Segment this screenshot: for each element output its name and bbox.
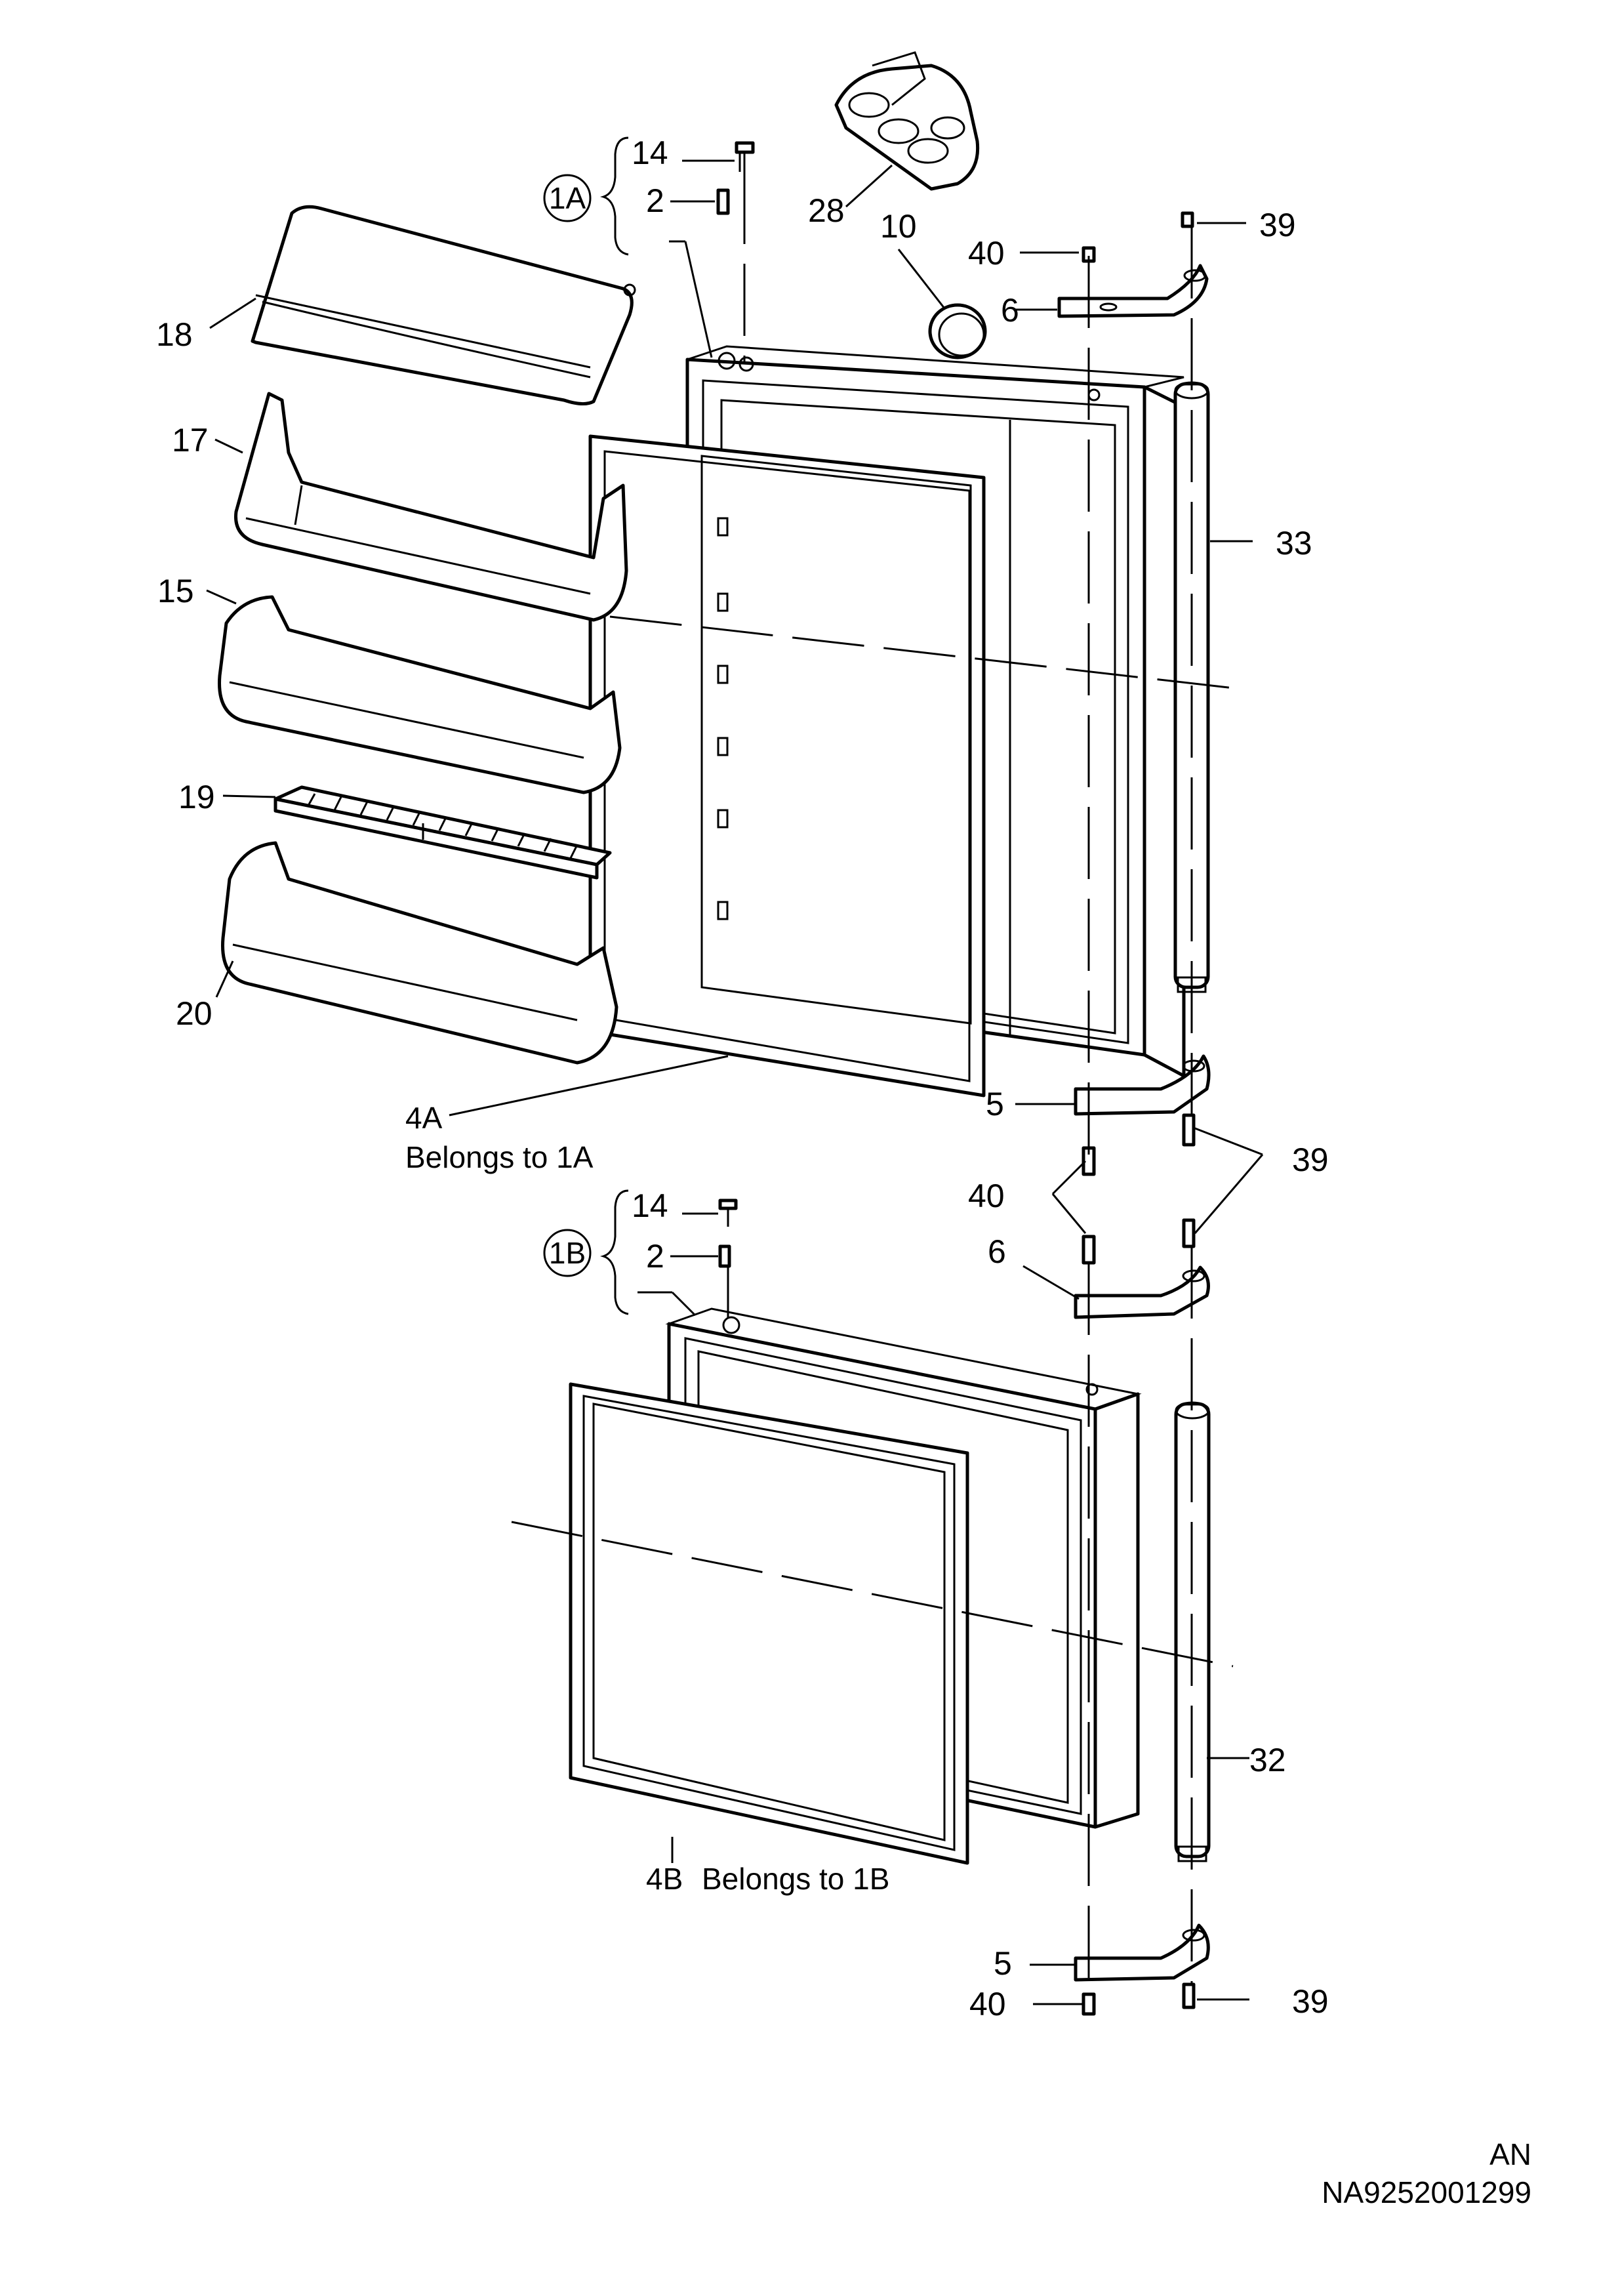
label-32: 32 [1249, 1742, 1286, 1778]
label-40-middle: 40 [968, 1178, 1005, 1214]
code-an: AN [1489, 2137, 1531, 2171]
cap-10 [928, 303, 987, 359]
hinge-6-upper [1057, 264, 1209, 318]
middle-screws [1082, 1113, 1196, 1265]
callout-1a-circle [543, 174, 592, 222]
label-19: 19 [178, 779, 215, 815]
label-17: 17 [172, 422, 209, 459]
label-28: 28 [808, 192, 845, 229]
label-20: 20 [176, 995, 212, 1032]
label-40-upper: 40 [968, 235, 1005, 272]
document-codes: AN NA9252001299 [1322, 2137, 1531, 2209]
door-shelf-15 [218, 595, 622, 794]
dairy-lid-18 [251, 205, 636, 405]
label-39-lower: 39 [1292, 1983, 1329, 2020]
hinge-5-lower [1074, 1923, 1210, 1982]
label-4b: 4B [646, 1862, 683, 1896]
door-shelf-20 [221, 841, 618, 1065]
callout-1b-circle [543, 1229, 592, 1277]
label-14-lower: 14 [632, 1187, 668, 1224]
label-4a-note: Belongs to 1A [405, 1140, 594, 1174]
label-33: 33 [1276, 525, 1312, 562]
hinge-5-upper [1074, 1054, 1211, 1116]
hinge-6-lower [1074, 1265, 1210, 1319]
leader-lines [206, 136, 1264, 2005]
bottle-retainer-19 [273, 785, 612, 880]
gasket-4b [569, 1382, 969, 1865]
label-2-upper: 2 [646, 182, 664, 219]
label-39-middle: 39 [1292, 1141, 1329, 1178]
gasket-4a [588, 434, 986, 1097]
label-4a: 4A [405, 1101, 443, 1135]
label-4b-note: Belongs to 1B [702, 1862, 889, 1896]
label-10: 10 [880, 208, 917, 245]
label-6-upper: 6 [1001, 292, 1019, 329]
drawing-number: NA9252001299 [1322, 2175, 1531, 2209]
label-40-lower: 40 [969, 1986, 1006, 2022]
label-5-upper: 5 [986, 1086, 1004, 1122]
label-14-upper: 14 [632, 134, 668, 171]
upper-screws [716, 141, 1194, 263]
label-15: 15 [157, 573, 194, 609]
door-shelf-17 [234, 392, 628, 622]
label-6-lower: 6 [988, 1233, 1006, 1270]
label-1b: 1B [549, 1236, 586, 1270]
label-1a: 1A [549, 181, 586, 215]
label-5-lower: 5 [994, 1945, 1012, 1982]
label-2-lower: 2 [646, 1238, 664, 1275]
lower-screws [718, 1199, 1196, 2016]
egg-tray-28 [834, 51, 980, 191]
part-labels: 14 2 1A 28 10 40 39 6 18 17 33 15 19 20 … [156, 134, 1329, 2022]
label-39-upper: 39 [1259, 207, 1296, 243]
label-18: 18 [156, 316, 193, 353]
